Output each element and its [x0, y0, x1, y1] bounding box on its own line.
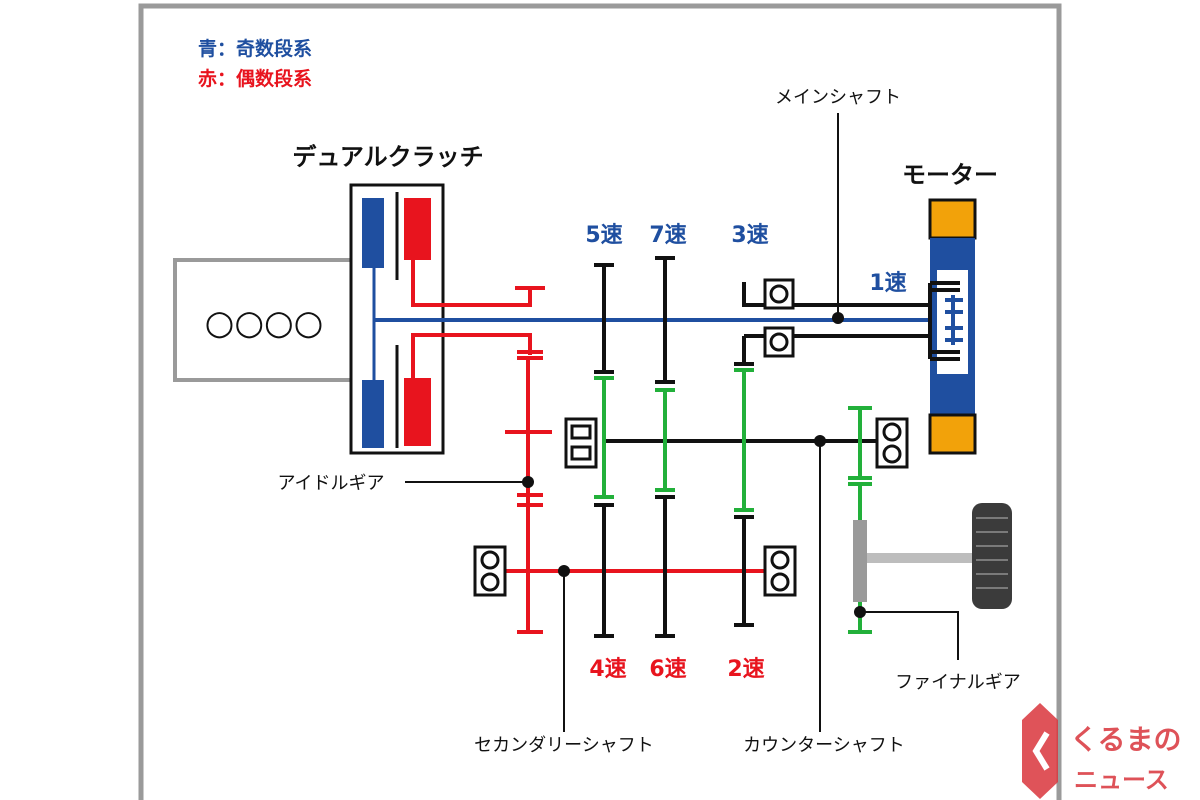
logo-text-line1: くるまの: [1070, 723, 1181, 756]
idle-gear: [505, 350, 552, 634]
engine-block: [173, 258, 355, 382]
secondary-shaft-label: セカンダリーシャフト: [474, 735, 654, 756]
gear-1-label: 1速: [869, 270, 906, 296]
idle-gear-label: アイドルギア: [277, 473, 384, 494]
bearing-counter-right: [875, 417, 909, 469]
bearing-main-upper: [763, 278, 795, 310]
bearing-secondary-left: [473, 545, 507, 597]
gear-3-label: 3速: [731, 222, 768, 248]
bearing-secondary-right: [763, 545, 797, 597]
gear-6-label: 6速: [649, 656, 686, 682]
gear-column-7-6: [655, 256, 675, 638]
engine: ○○○○: [173, 258, 355, 382]
motor: [928, 198, 977, 455]
red-hollow-shaft: [411, 260, 545, 378]
gear-7-label: 7速: [649, 222, 686, 248]
motor-label: モーター: [902, 161, 998, 189]
legend-red: 赤：偶数段系: [198, 67, 312, 90]
gear-4-label: 4速: [589, 656, 626, 682]
axle: [867, 553, 977, 563]
gear-2-label: 2速: [727, 656, 764, 682]
legend-blue: 青：奇数段系: [198, 37, 312, 60]
motor-stator-bottom: [928, 413, 977, 455]
final-gear-label: ファイナルギア: [895, 672, 1021, 693]
motor-stator-top: [928, 198, 977, 240]
bearing-counter-left: [564, 417, 598, 469]
leader-lines: [405, 113, 959, 732]
clutch-red-plate-bottom: [404, 378, 431, 446]
dual-clutch-label: デュアルクラッチ: [292, 143, 483, 171]
counter-shaft-label: カウンターシャフト: [743, 735, 905, 756]
clutch-blue-plate-top: [362, 198, 384, 268]
kuruma-news-logo: くるまの ニュース: [1022, 703, 1181, 799]
clutch-blue-plate-bottom: [362, 380, 384, 448]
outer-frame: [138, 3, 1062, 800]
logo-mark: [1022, 703, 1058, 799]
bearing-main-lower: [763, 326, 795, 358]
logo-text-line2: ニュース: [1074, 766, 1169, 794]
wheel-assembly: [853, 503, 1012, 609]
main-shaft-label: メインシャフト: [775, 87, 901, 108]
gear-column-5-4: [594, 263, 614, 638]
clutch-red-plate-top: [404, 198, 431, 260]
tire: [972, 503, 1012, 609]
engine-cylinders: ○○○○: [205, 303, 324, 343]
gear-column-3-2: [734, 282, 754, 627]
final-gear-disc: [853, 520, 867, 602]
gear-5-label: 5速: [585, 222, 622, 248]
